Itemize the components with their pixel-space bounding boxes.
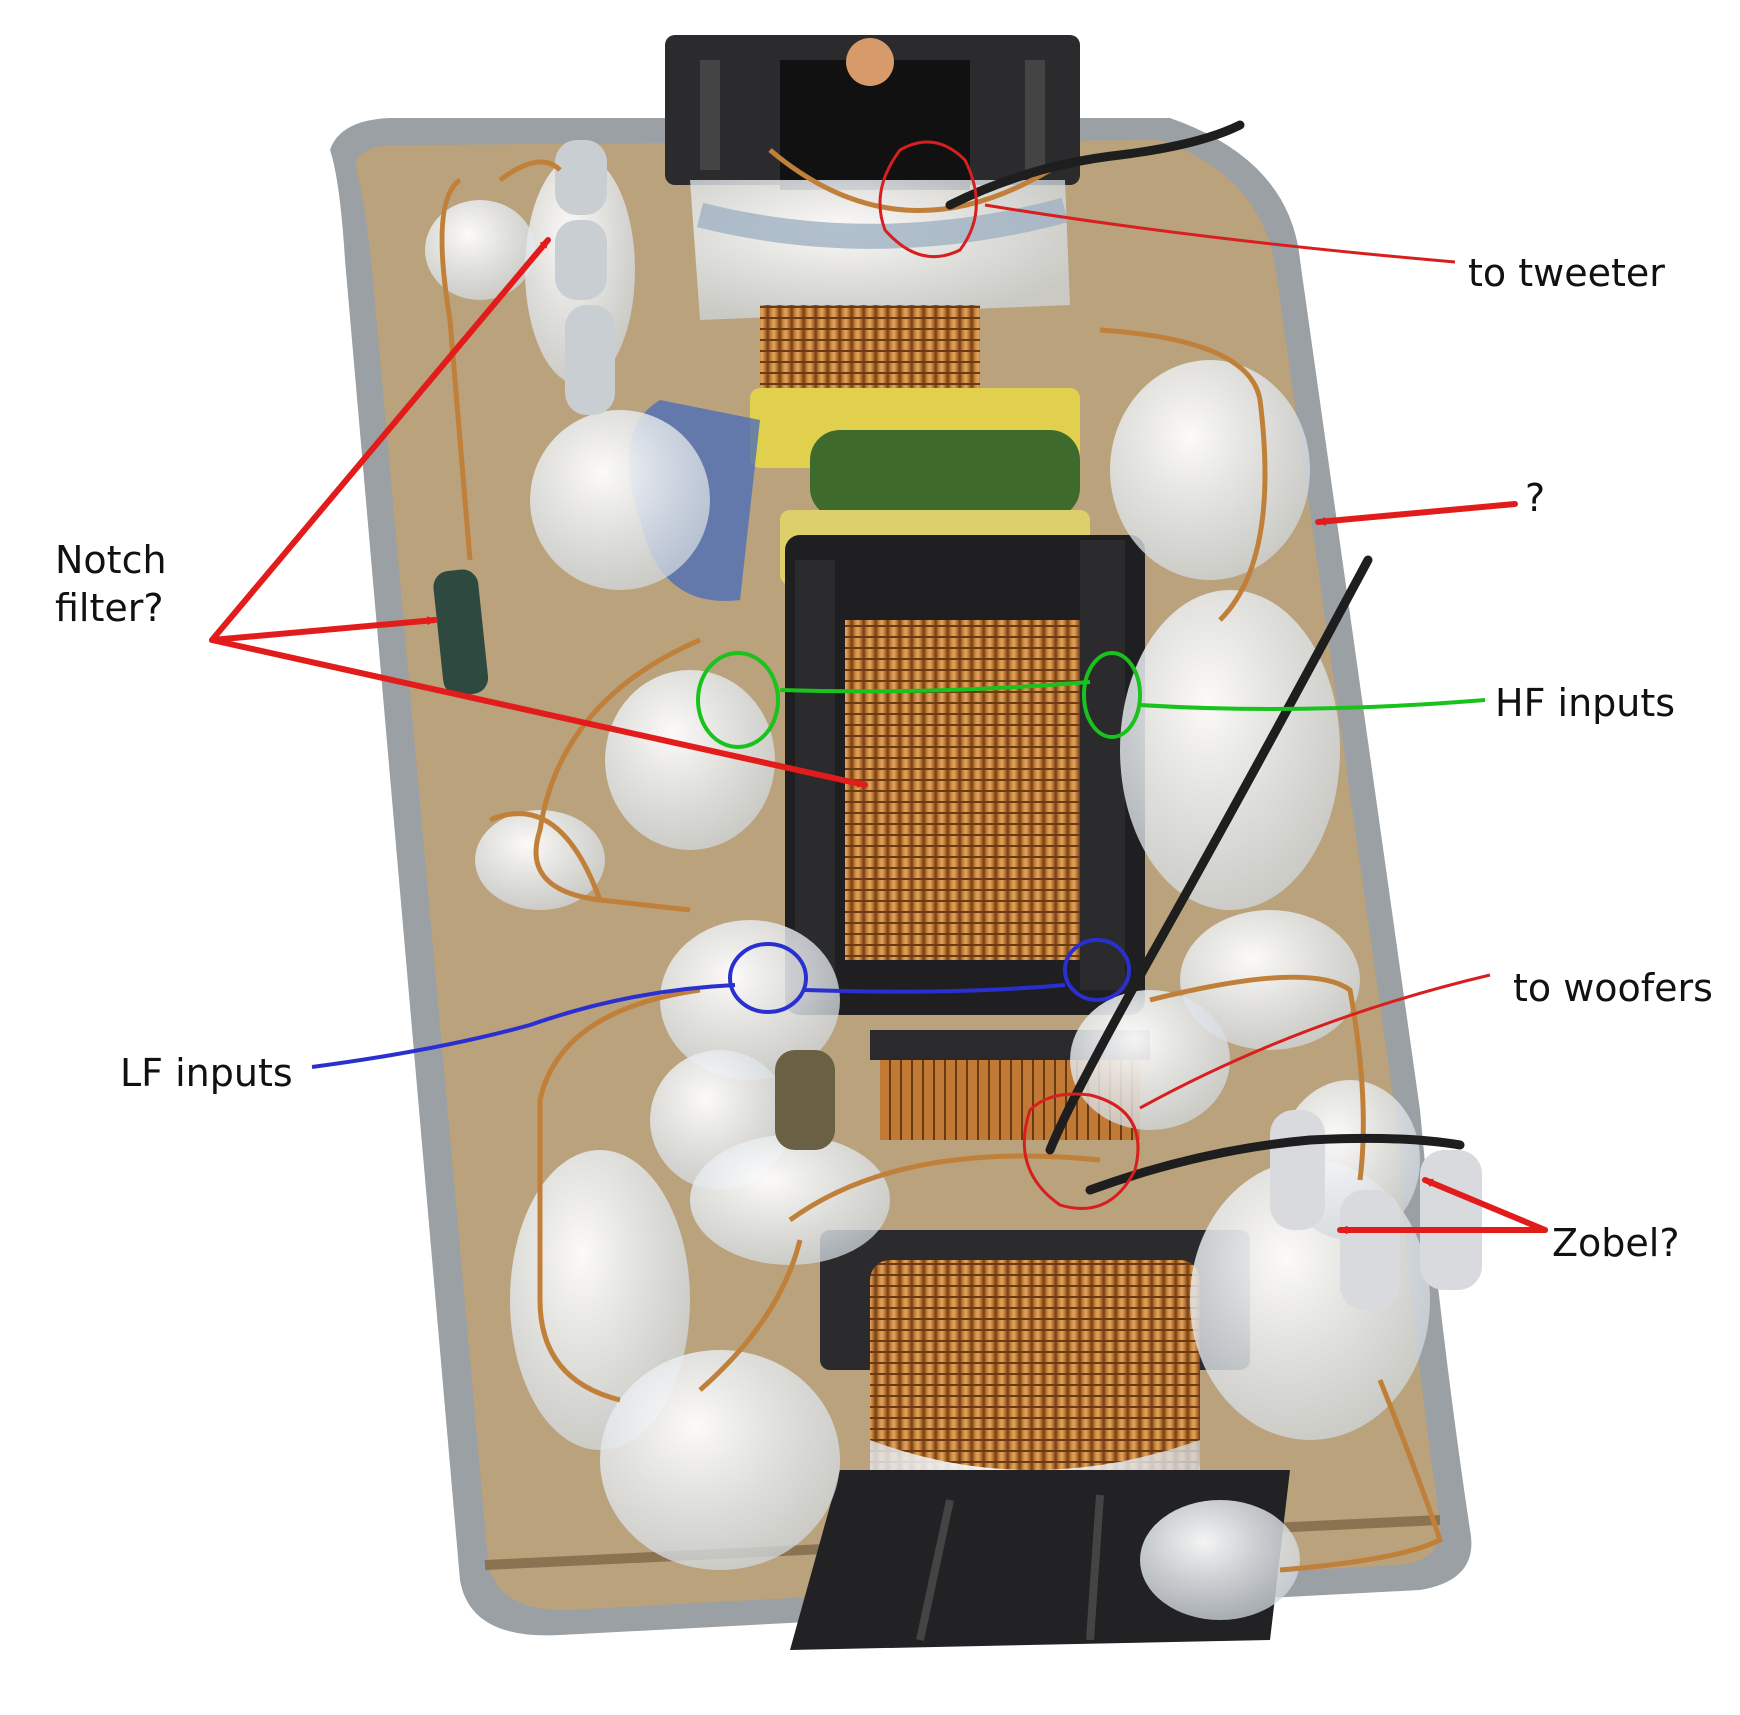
copper-wiring — [439, 148, 1444, 1573]
arrow-zobel-top — [1422, 1177, 1548, 1233]
label-notch-filter: Notch filter? — [55, 538, 167, 630]
bottom-inductor — [790, 1230, 1290, 1650]
hf-input-markers — [696, 651, 1486, 749]
lf-input-right-circle — [1063, 938, 1131, 1002]
arrow-notch-resistor — [209, 616, 438, 643]
woofer-circle — [1022, 1092, 1140, 1210]
label-hf-inputs: HF inputs — [1495, 681, 1676, 725]
lf-input-markers — [311, 938, 1131, 1069]
arrow-notch-top — [209, 237, 551, 643]
speaker-cables — [945, 120, 1465, 1195]
hf-input-right-circle — [1082, 651, 1142, 739]
label-to-tweeter: to tweeter — [1468, 251, 1665, 295]
arrow-unknown — [1315, 501, 1518, 526]
main-inductor — [785, 535, 1145, 1015]
arrow-notch-coil — [209, 637, 868, 788]
red-markers — [878, 140, 1491, 1210]
label-unknown: ? — [1525, 476, 1546, 520]
label-lf-inputs: LF inputs — [120, 1051, 293, 1095]
lf-input-left-circle — [728, 942, 808, 1014]
label-to-woofers: to woofers — [1513, 966, 1713, 1010]
glue-blobs — [425, 155, 1430, 1620]
hf-input-left-circle — [696, 651, 780, 749]
annotation-arrows — [209, 237, 1548, 1235]
tweeter-circle — [878, 140, 978, 259]
label-zobel: Zobel? — [1552, 1221, 1680, 1265]
